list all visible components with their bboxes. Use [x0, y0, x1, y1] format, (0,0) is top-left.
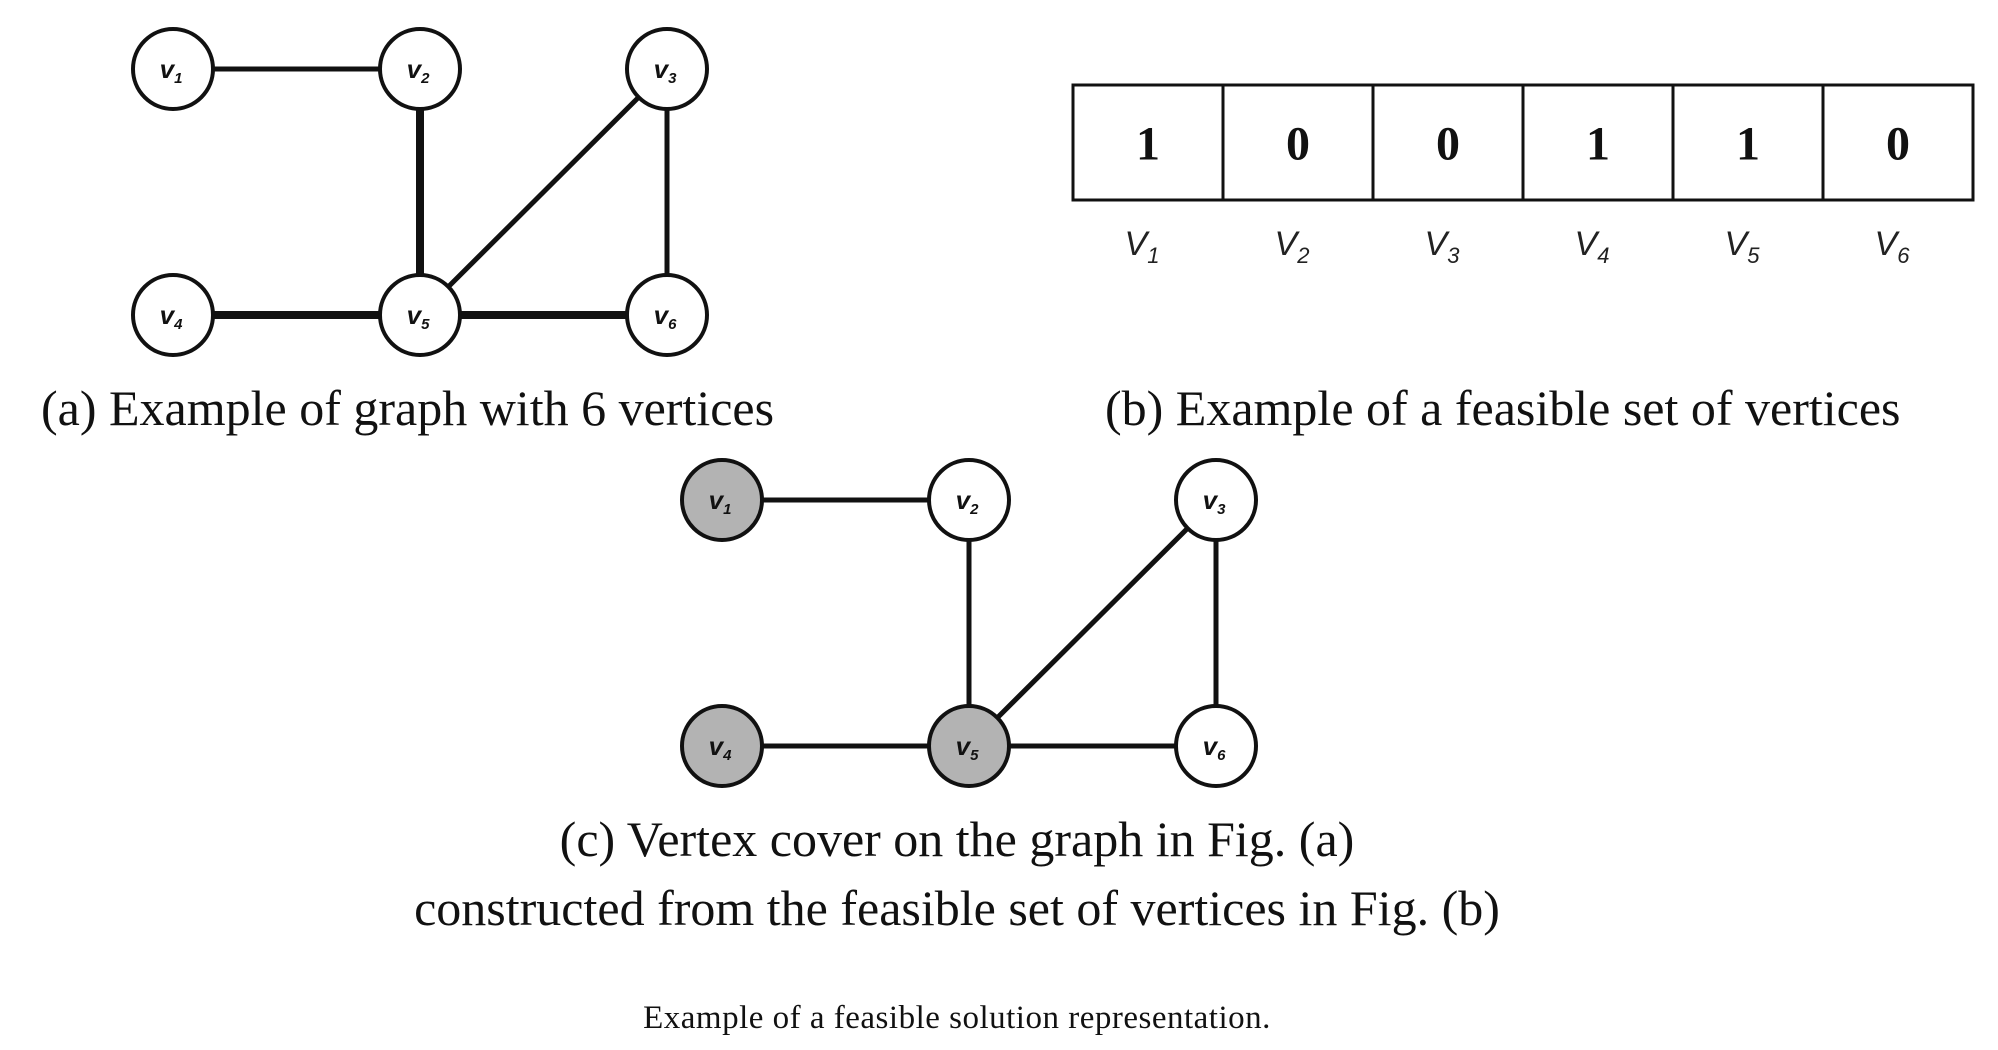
- vector-cell-5: 1V5: [1671, 83, 1825, 268]
- graph-c-node-circle-v5: [927, 704, 1011, 788]
- graph-c-node-v2: v2: [927, 458, 1011, 542]
- graph-a-node-circle-v5: [378, 273, 462, 357]
- vector-cell-3: 0V3: [1371, 83, 1525, 268]
- graph-c-node-circle-v4: [680, 704, 764, 788]
- vector-bit-4: 1: [1586, 118, 1610, 171]
- figure-caption: Example of a feasible solution represent…: [643, 1000, 1271, 1036]
- vector-cell-6: 0V6: [1821, 83, 1975, 268]
- graph-a-node-circle-v3: [625, 27, 709, 111]
- graph-a-node-circle-v4: [131, 273, 215, 357]
- graph-a-node-v5: v5: [378, 273, 462, 357]
- vector-cell-box-1: [1071, 83, 1225, 202]
- vector-label-6: V6: [1875, 225, 1911, 268]
- caption-c-line2: constructed from the feasible set of ver…: [414, 880, 1500, 936]
- vector-label-2: V2: [1275, 225, 1310, 268]
- graph-a-node-v1: v1: [131, 27, 215, 111]
- vector-bit-6: 0: [1886, 118, 1910, 171]
- vector-cell-2: 0V2: [1221, 83, 1375, 268]
- graph-a-node-circle-v6: [625, 273, 709, 357]
- vector-bit-1: 1: [1136, 118, 1160, 171]
- graph-a-node-v6: v6: [625, 273, 709, 357]
- graph-c-node-circle-v6: [1174, 704, 1258, 788]
- caption-a: (a) Example of graph with 6 vertices: [41, 380, 774, 436]
- vector-bit-3: 0: [1436, 118, 1460, 171]
- vector-label-1: V1: [1125, 225, 1160, 268]
- vector-cell-box-3: [1371, 83, 1525, 202]
- vector-cell-box-6: [1821, 83, 1975, 202]
- vector-label-5: V5: [1725, 225, 1761, 268]
- graph-a-nodes: v1 v2 v3 v4 v5 v6: [131, 27, 709, 357]
- graph-c-node-circle-v3: [1174, 458, 1258, 542]
- vector-cell-box-4: [1521, 83, 1675, 202]
- graph-c-node-v5: v5: [927, 704, 1011, 788]
- graph-a-node-v2: v2: [378, 27, 462, 111]
- vector-bit-5: 1: [1736, 118, 1760, 171]
- graph-a-node-v4: v4: [131, 273, 215, 357]
- vector-bit-2: 0: [1286, 118, 1310, 171]
- vector-label-4: V4: [1575, 225, 1610, 268]
- caption-b: (b) Example of a feasible set of vertice…: [1105, 380, 1900, 436]
- graph-c-node-v4: v4: [680, 704, 764, 788]
- vector-cell-4: 1V4: [1521, 83, 1675, 268]
- vector-cell-box-2: [1221, 83, 1375, 202]
- vector-label-3: V3: [1425, 225, 1461, 268]
- graph-a: v1 v2 v3 v4 v5 v6: [131, 27, 709, 357]
- vector-cell-1: 1V1: [1071, 83, 1225, 268]
- graph-a-edge-v3-v5: [418, 67, 669, 317]
- graph-c-node-circle-v1: [680, 458, 764, 542]
- graph-c-node-v6: v6: [1174, 704, 1258, 788]
- graph-c-node-circle-v2: [927, 458, 1011, 542]
- graph-c-edge-v3-v5: [967, 498, 1218, 748]
- vector-cell-box-5: [1671, 83, 1825, 202]
- graph-a-node-v3: v3: [625, 27, 709, 111]
- graph-a-node-circle-v1: [131, 27, 215, 111]
- graph-a-node-circle-v2: [378, 27, 462, 111]
- graph-c-nodes: v1 v2 v3 v4 v5 v6: [680, 458, 1258, 788]
- graph-c-node-v1: v1: [680, 458, 764, 542]
- caption-c-line1: (c) Vertex cover on the graph in Fig. (a…: [560, 811, 1355, 867]
- graph-c: v1 v2 v3 v4 v5 v6: [680, 458, 1258, 788]
- graph-c-node-v3: v3: [1174, 458, 1258, 542]
